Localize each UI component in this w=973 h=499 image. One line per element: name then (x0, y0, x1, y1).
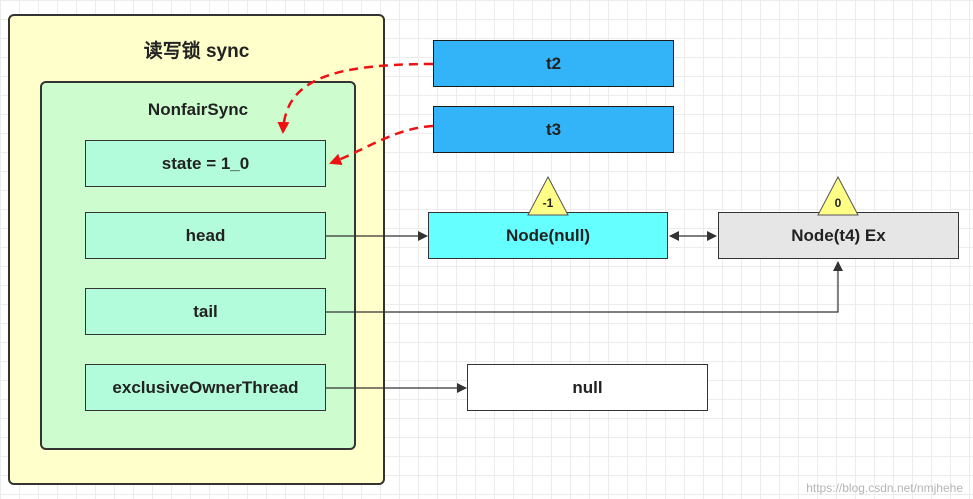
tail-pointer-arrow (326, 261, 843, 313)
thread-t2-label: t2 (545, 53, 562, 73)
tail-field: tail (85, 288, 326, 335)
t4-node-status-triangle (817, 175, 859, 216)
state-field-label: state = 1_0 (161, 153, 250, 173)
thread-t2-box: t2 (433, 40, 674, 87)
sync-title: 读写锁 sync (143, 41, 250, 62)
t4-node-status-label: 0 (834, 196, 842, 210)
thread-t3-box: t3 (433, 106, 674, 153)
t4-node-box: Node(t4) Ex (718, 212, 959, 259)
t4-node-label: Node(t4) Ex (791, 225, 886, 245)
head-field: head (85, 212, 326, 259)
state-field: state = 1_0 (85, 140, 326, 187)
t3-cas-arrow (329, 124, 434, 166)
exclusive-owner-thread-field: exclusiveOwnerThread (85, 364, 326, 411)
head-node-status-triangle (527, 175, 569, 216)
exclusive-owner-thread-label: exclusiveOwnerThread (112, 377, 299, 397)
head-node-box: Node(null) (428, 212, 668, 259)
head-node-label: Node(null) (505, 225, 591, 245)
head-node-status-label: -1 (542, 196, 554, 210)
watermark-url: https://blog.csdn.net/nmjhehe (806, 481, 963, 495)
nonfair-sync-title: NonfairSync (147, 100, 249, 119)
head-field-label: head (185, 225, 226, 245)
null-box: null (467, 364, 708, 411)
tail-field-label: tail (193, 301, 218, 321)
thread-t3-label: t3 (545, 119, 562, 139)
t2-cas-arrow (277, 62, 434, 134)
null-box-label: null (572, 377, 603, 397)
